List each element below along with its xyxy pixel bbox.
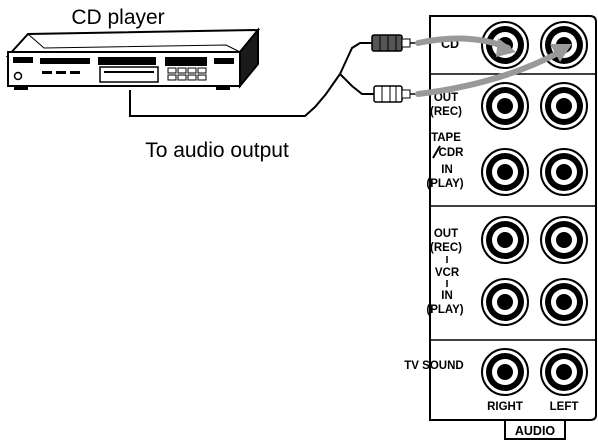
- jack-vcr-in-left: [540, 278, 588, 326]
- audio-output-caption: To audio output: [145, 139, 289, 162]
- audio-cable: [129, 42, 374, 117]
- label-tv-sound: TV SOUND: [404, 360, 463, 372]
- label-vcr-rec: (REC): [430, 242, 462, 254]
- connection-arrows: [415, 35, 572, 97]
- label-vcr-out: OUT: [434, 228, 458, 240]
- jack-tv-sound-right: [481, 348, 529, 396]
- label-vcr: VCR: [435, 267, 460, 279]
- label-audio: AUDIO: [515, 424, 556, 438]
- jack-tape-in-left: [540, 148, 588, 196]
- label-tape-play: (PLAY): [426, 178, 463, 190]
- label-tape-out: OUT: [434, 92, 458, 104]
- jack-vcr-out-left: [540, 216, 588, 264]
- label-vcr-in: IN: [441, 290, 453, 302]
- label-right: RIGHT: [487, 401, 523, 413]
- label-tape-in: IN: [441, 164, 453, 176]
- label-vcr-play: (PLAY): [426, 304, 463, 316]
- rca-plug-dark: [371, 34, 417, 52]
- jack-tv-sound-left: [540, 348, 588, 396]
- rca-jacks: [481, 21, 588, 396]
- label-left: LEFT: [550, 401, 579, 413]
- label-tape-rec: (REC): [430, 106, 462, 118]
- cd-player-illustration: [5, 27, 261, 90]
- label-tape: TAPE: [431, 132, 461, 144]
- jack-tape-in-right: [481, 148, 529, 196]
- label-cdr: CDR: [439, 147, 465, 159]
- rca-plug-white: [373, 85, 417, 103]
- jack-tape-out-right: [481, 82, 529, 130]
- cd-player-caption: CD player: [71, 6, 164, 29]
- jack-vcr-in-right: [481, 278, 529, 326]
- jack-tape-out-left: [540, 82, 588, 130]
- label-slash-cdr: CDR: [432, 145, 465, 159]
- jack-vcr-out-right: [481, 216, 529, 264]
- audio-tab: [504, 419, 566, 440]
